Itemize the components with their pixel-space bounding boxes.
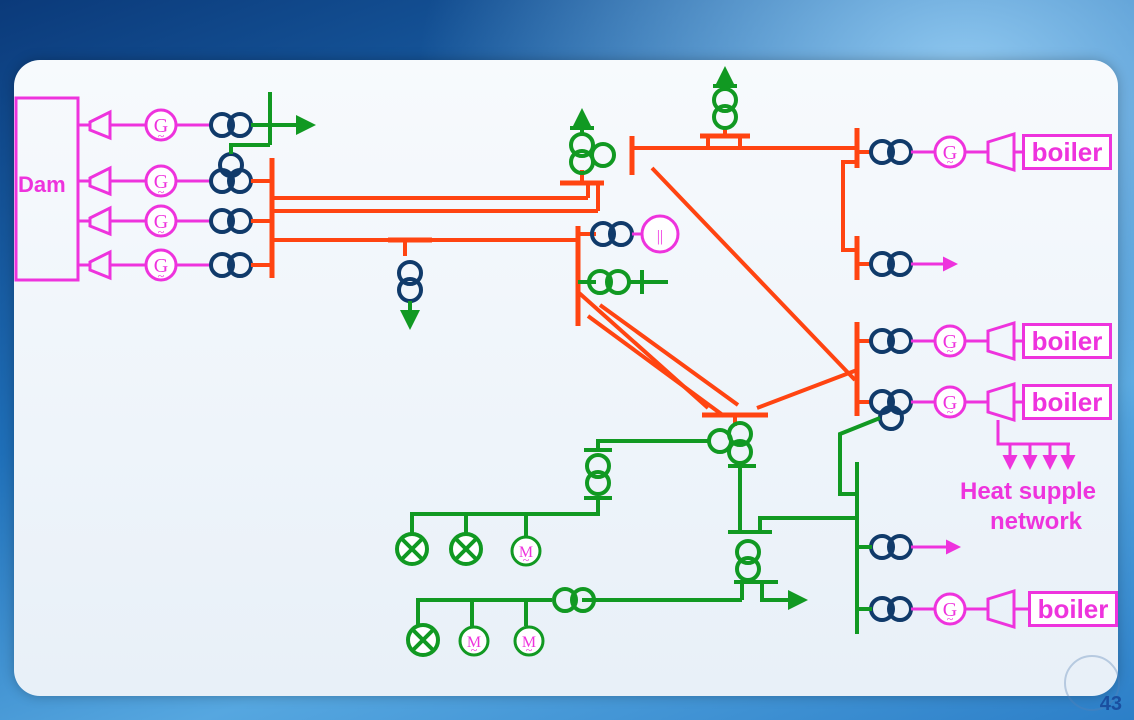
steam-turbines [986,131,1016,630]
boiler-label-4: boiler [1028,591,1118,627]
dam-label: Dam [18,172,66,197]
university-seal-watermark [1064,655,1120,711]
gen-letter: G [943,142,957,164]
hydro-turbines [78,109,145,281]
substation-d [629,66,750,175]
page-number: 43 [1099,693,1122,715]
substation-a [560,108,616,186]
distribution-network-b [416,587,742,626]
substation-c: || [575,214,680,326]
motors [458,535,545,657]
tilde: ~ [947,405,954,419]
gen-letter: G [943,331,957,353]
hydro-transformers [209,112,253,278]
tilde: ~ [158,269,165,283]
tilde: ~ [947,612,954,626]
hydro-local-feeder [229,92,316,154]
hydro-hv-links [251,179,270,267]
thermal-transformers [869,139,913,622]
gen-letter: G [943,392,957,414]
transmission-lines [272,146,858,418]
tilde-marks: ~ ~ ~ ~ ~ ~ ~ ~ ~ ~ ~ [158,129,954,657]
tilde: ~ [158,185,165,199]
substation-e [596,412,858,610]
generator-letters: G G G G G G G G [154,115,957,621]
tilde: ~ [523,553,530,567]
thermal-generators [933,135,967,626]
tilde: ~ [947,155,954,169]
tilde: ~ [158,129,165,143]
gen-letter: G [154,255,168,277]
gen-letter: G [154,115,168,137]
tilde: ~ [947,344,954,358]
tilde: ~ [158,225,165,239]
motor-letter: M [519,544,533,561]
tilde: ~ [526,643,533,657]
heat-supply-lines [996,420,1076,470]
substation-b [388,237,432,330]
gen-letter: G [154,211,168,233]
boiler-label-1: boiler [1022,134,1112,170]
motor-letter: M [467,634,481,651]
distribution-network-a [410,448,612,538]
heat-network-label-line1: Heat supple [960,478,1097,505]
gen-letter: G [154,171,168,193]
motor-letter: M [522,634,536,651]
heat-network-label-line2: network [990,508,1083,535]
dam-structure [14,96,80,282]
thermal-local-bus [838,416,881,634]
boiler-label-3: boiler [1022,384,1112,420]
svg-text:||: || [657,228,663,245]
boiler-label-2: boiler [1022,323,1112,359]
motor-letters: M M M [467,544,536,651]
hydro-gen-to-transformer [176,123,210,267]
tilde: ~ [471,643,478,657]
thermal-gen-links [911,150,1028,611]
lamp-loads [395,532,483,657]
gen-letter: G [943,599,957,621]
